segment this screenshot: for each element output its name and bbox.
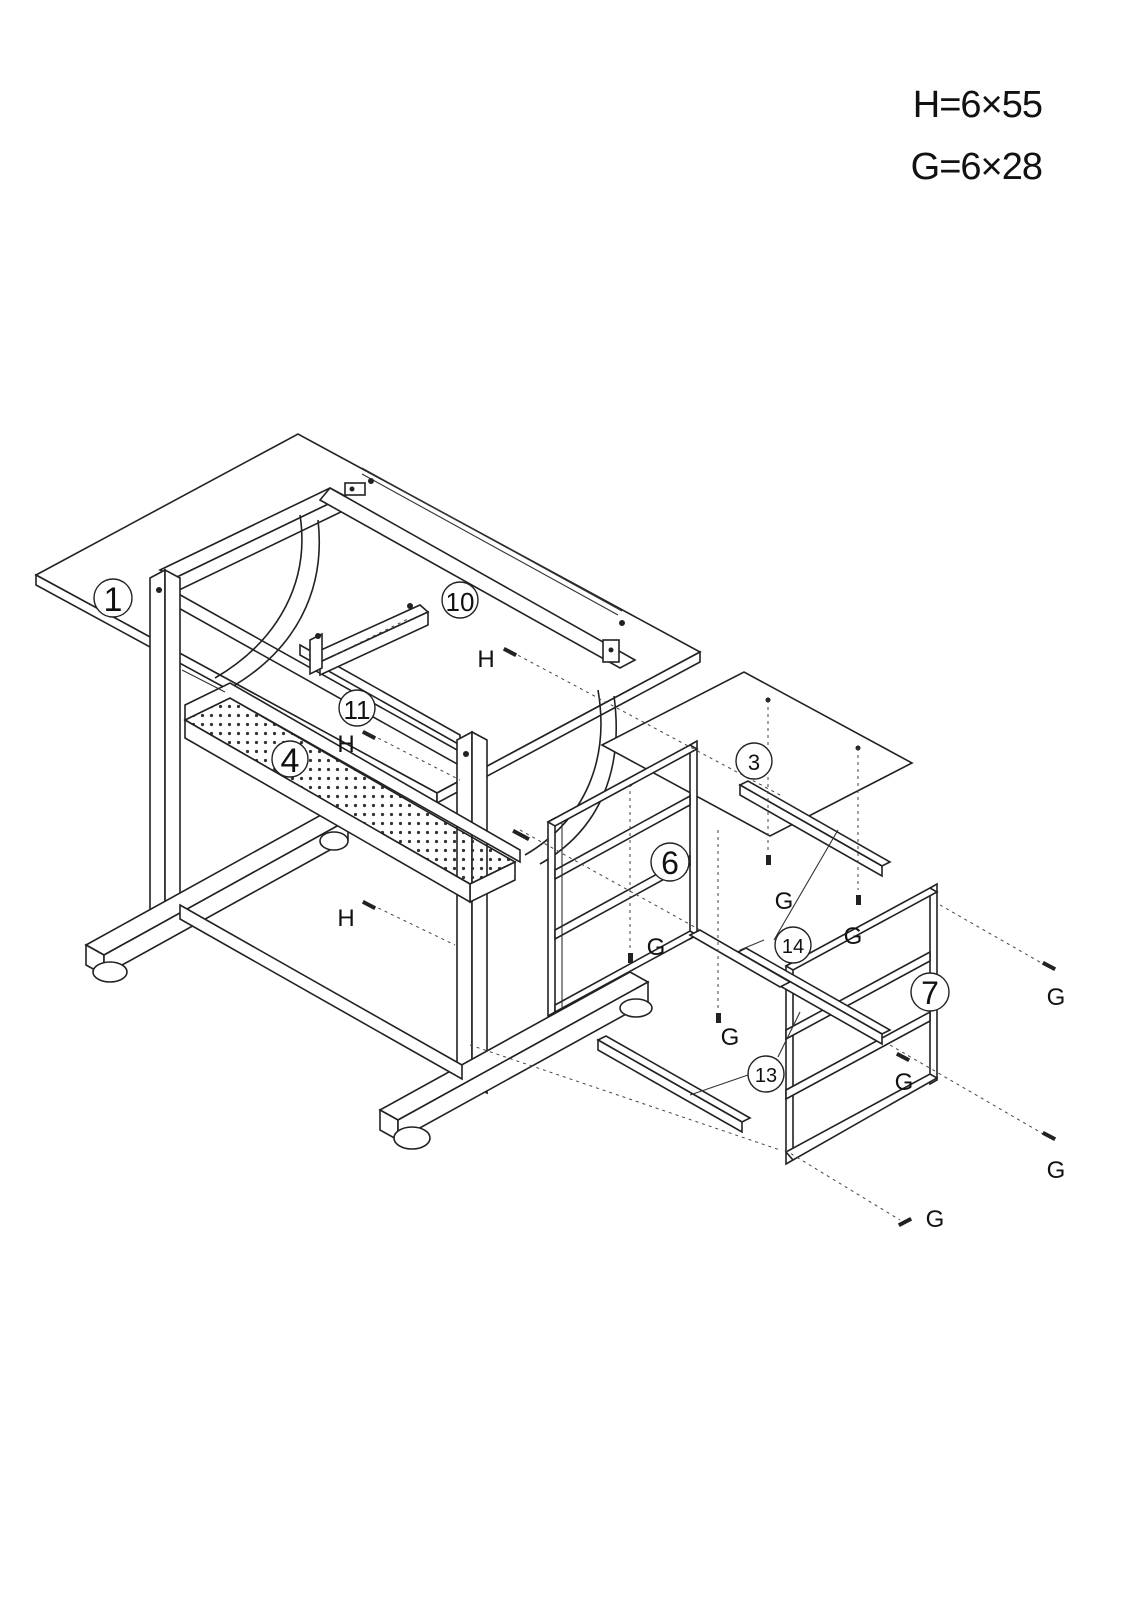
label-g-3: G bbox=[647, 934, 666, 961]
label-g-5: G bbox=[1047, 984, 1066, 1011]
callout-part-10: 10 bbox=[442, 582, 478, 618]
callout-part-7: 7 bbox=[911, 973, 949, 1011]
screw-g-8 bbox=[896, 1052, 910, 1062]
label-g-1: G bbox=[775, 888, 794, 915]
label-g-7: G bbox=[1047, 1157, 1066, 1184]
label-g-6: G bbox=[895, 1069, 914, 1096]
label-h-3: H bbox=[337, 905, 354, 932]
svg-text:4: 4 bbox=[281, 742, 300, 780]
screw-g-5 bbox=[1042, 961, 1056, 971]
svg-text:6: 6 bbox=[661, 845, 679, 881]
svg-text:10: 10 bbox=[446, 587, 475, 617]
screw-g-2 bbox=[856, 895, 861, 905]
label-h-2: H bbox=[337, 731, 354, 758]
callout-part-13: 13 bbox=[748, 1056, 784, 1092]
connecting-rails bbox=[598, 781, 890, 1132]
callout-part-3: 3 bbox=[736, 743, 772, 779]
callout-part-6: 6 bbox=[651, 843, 689, 881]
desktop-top-panel bbox=[36, 434, 700, 803]
svg-text:7: 7 bbox=[921, 975, 939, 1011]
label-g-4: G bbox=[721, 1024, 740, 1051]
screw-g-7 bbox=[898, 1217, 912, 1227]
callout-part-11: 11 bbox=[339, 690, 375, 726]
svg-text:11: 11 bbox=[344, 695, 371, 725]
callout-part-14: 14 bbox=[775, 927, 811, 963]
svg-text:13: 13 bbox=[755, 1065, 777, 1087]
screw-h-3 bbox=[362, 900, 376, 910]
svg-text:3: 3 bbox=[748, 750, 760, 775]
screw-g-4 bbox=[716, 1013, 721, 1023]
svg-text:1: 1 bbox=[104, 581, 123, 619]
svg-text:14: 14 bbox=[782, 936, 804, 958]
label-g-8: G bbox=[926, 1206, 945, 1233]
screw-g-6 bbox=[1042, 1131, 1056, 1141]
label-g-2: G bbox=[844, 923, 863, 950]
screw-g-1 bbox=[766, 855, 771, 865]
screw-g-3 bbox=[628, 953, 633, 963]
label-h-1: H bbox=[477, 646, 494, 673]
